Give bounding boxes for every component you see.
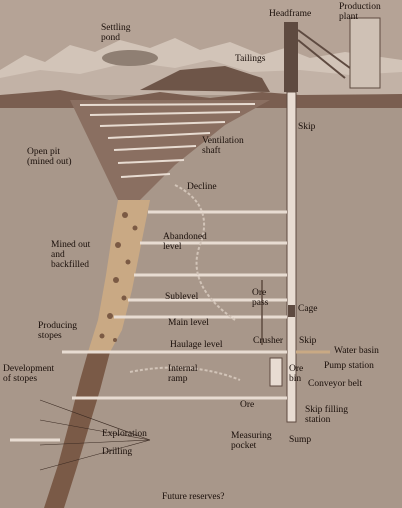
cage	[288, 305, 295, 317]
sump-label: Sump	[289, 435, 312, 445]
ore-bin	[269, 357, 283, 387]
decline	[174, 184, 236, 321]
production-plant-label: Production plant	[339, 2, 381, 22]
decline-label: Decline	[187, 182, 217, 192]
underground-rock	[0, 108, 402, 508]
backfill-rubble	[99, 212, 138, 342]
pit-benches	[79, 103, 256, 178]
settling-pond	[102, 50, 158, 66]
skip-mid-label: Skip	[299, 336, 317, 346]
pump-station-label: Pump station	[324, 361, 374, 371]
water-basin-label: Water basin	[334, 346, 379, 356]
cage-label: Cage	[298, 304, 318, 314]
producing-stopes-label: Producing stopes	[38, 321, 78, 341]
drilling-label: Drilling	[102, 447, 133, 457]
headframe-label: Headframe	[269, 9, 312, 19]
skip-top-label: Skip	[298, 122, 316, 132]
ventilation-shaft-label: Ventilation shaft	[202, 136, 244, 156]
sublevel-label: Sublevel	[165, 292, 199, 302]
internal-ramp-label: Internal ramp	[168, 364, 198, 384]
settling-pond-label: Settling pond	[101, 23, 131, 43]
tailings-label: Tailings	[235, 54, 266, 64]
exploration-label: Exploration	[102, 429, 147, 439]
main-level-label: Main level	[168, 318, 209, 328]
ore-pass-label: Ore pass	[252, 288, 269, 308]
crusher-label: Crusher	[253, 336, 284, 346]
haulage-level-label: Haulage level	[170, 340, 223, 350]
tailings-pile	[140, 66, 270, 92]
abandoned-level-label: Abandoned level	[163, 232, 207, 252]
mined-out-backfilled-label: Mined out and backfilled	[51, 240, 91, 270]
exploration-drill-lines	[39, 399, 151, 471]
internal-ramp	[129, 366, 241, 381]
ore-bin-label: Ore bin	[289, 364, 304, 384]
conveyor-belt-label: Conveyor belt	[308, 379, 363, 389]
skip-filling-station-label: Skip filling station	[305, 405, 349, 425]
measuring-pocket-label: Measuring pocket	[231, 431, 272, 451]
backfilled-ore-body	[88, 200, 150, 352]
ore-body-lower	[44, 352, 110, 508]
headframe	[284, 22, 298, 92]
mine-levels	[10, 210, 287, 442]
production-plant	[349, 17, 381, 89]
main-shaft	[286, 91, 297, 423]
future-reserves-label: Future reserves?	[162, 492, 225, 502]
open-pit-label: Open pit (mined out)	[27, 147, 72, 167]
ore-label: Ore	[240, 400, 255, 410]
development-of-stopes-label: Development of stopes	[3, 364, 55, 384]
headframe-conveyor	[297, 29, 351, 79]
